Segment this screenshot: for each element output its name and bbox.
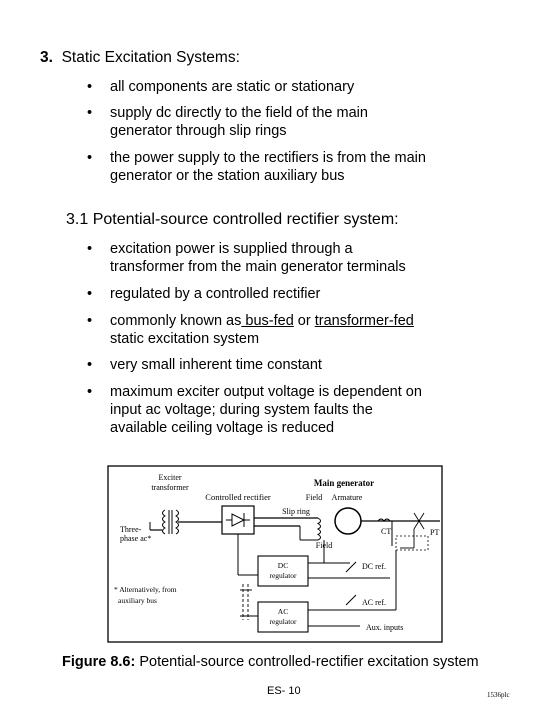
exciter-transformer-label: transformer: [151, 483, 189, 492]
page-footer: ES- 10: [267, 685, 301, 697]
ac-regulator-label: AC: [278, 607, 288, 616]
bullet-icon: •: [87, 105, 93, 121]
list-item-line: transformer from the main generator term…: [110, 259, 406, 275]
dc-ref-label: DC ref.: [362, 562, 386, 571]
thyristor-icon: [226, 513, 250, 527]
footnote-line: * Alternatively, from: [114, 585, 177, 594]
list-item-line: excitation power is supplied through a: [110, 241, 353, 257]
list-item-line: the power supply to the rectifiers is fr…: [110, 150, 426, 166]
bullet-icon: •: [87, 286, 93, 302]
controlled-rectifier-label: Controlled rectifier: [205, 492, 271, 502]
field-label: Field: [306, 493, 322, 502]
dc-regulator-label: DC: [278, 561, 288, 570]
figure-caption: Figure 8.6: Potential-source controlled-…: [62, 654, 479, 670]
dc-regulator-label: regulator: [269, 571, 297, 580]
figure-number: Figure 8.6:: [62, 654, 136, 670]
footnote-line: auxiliary bus: [118, 596, 157, 605]
bullet-icon: •: [87, 79, 93, 95]
figure-caption-text: Potential-source controlled-rectifier ex…: [135, 654, 479, 670]
field-winding-icon: [316, 517, 321, 541]
three-phase-ac-label: Three-: [120, 525, 142, 534]
list-item-text: supply dc directly to the field of the m…: [110, 104, 510, 140]
list-item-text: very small inherent time constant: [110, 357, 322, 373]
exciter-transformer-label: Exciter: [158, 473, 181, 482]
list-item-text-part: or: [293, 313, 315, 329]
list-item-text: regulated by a controlled rectifier: [110, 286, 321, 302]
list-item-line: input ac voltage; during system faults t…: [110, 402, 373, 418]
list-item-text-part: commonly known as: [110, 313, 242, 329]
aux-inputs-label: Aux. inputs: [366, 623, 403, 632]
list-item-line: static excitation system: [110, 331, 260, 347]
corner-mark: 1536plc: [487, 691, 510, 699]
list-item-text: excitation power is supplied through a t…: [110, 240, 510, 276]
ac-ref-label: AC ref.: [362, 598, 386, 607]
bullet-icon: •: [87, 313, 93, 329]
list-item-text: the power supply to the rectifiers is fr…: [110, 149, 510, 185]
bullet-icon: •: [87, 384, 93, 400]
section-number: 3.: [40, 49, 53, 66]
bullet-icon: •: [87, 357, 93, 373]
term-bus-fed: bus-fed: [241, 313, 294, 329]
bullet-icon: •: [87, 241, 93, 257]
ac-regulator-label: regulator: [269, 617, 297, 626]
diagram-border: [107, 465, 443, 643]
armature-label: Armature: [332, 493, 363, 502]
list-item-line: available ceiling voltage is reduced: [110, 420, 335, 436]
pt-label: PT: [430, 528, 439, 537]
dc-regulator-block: [257, 555, 309, 587]
section-title: Static Excitation Systems:: [61, 49, 240, 66]
ct-label: CT: [381, 527, 391, 536]
list-item-text: maximum exciter output voltage is depend…: [110, 383, 510, 437]
list-item-text: commonly known as bus-fed or transformer…: [110, 312, 510, 348]
list-item-line: generator through slip rings: [110, 123, 287, 139]
list-item-line: generator or the station auxiliary bus: [110, 168, 345, 184]
generator-icon: [334, 507, 362, 535]
current-transformer-icon: [377, 518, 393, 546]
list-item-line: supply dc directly to the field of the m…: [110, 105, 368, 121]
exciter-transformer-icon: [162, 509, 179, 535]
term-transformer-fed: transformer-fed: [314, 313, 414, 329]
main-generator-label: Main generator: [314, 478, 374, 488]
subsection-title: 3.1 Potential-source controlled rectifie…: [66, 211, 399, 228]
bullet-icon: •: [87, 150, 93, 166]
slip-ring-label: Slip ring: [282, 507, 310, 516]
ac-regulator-block: [257, 601, 309, 633]
three-phase-ac-label: phase ac*: [120, 534, 151, 543]
list-item-text: all components are static or stationary: [110, 79, 355, 95]
list-item-line: maximum exciter output voltage is depend…: [110, 384, 422, 400]
section-heading: 3. Static Excitation Systems:: [40, 49, 240, 67]
potential-transformer-icon: [400, 512, 426, 549]
